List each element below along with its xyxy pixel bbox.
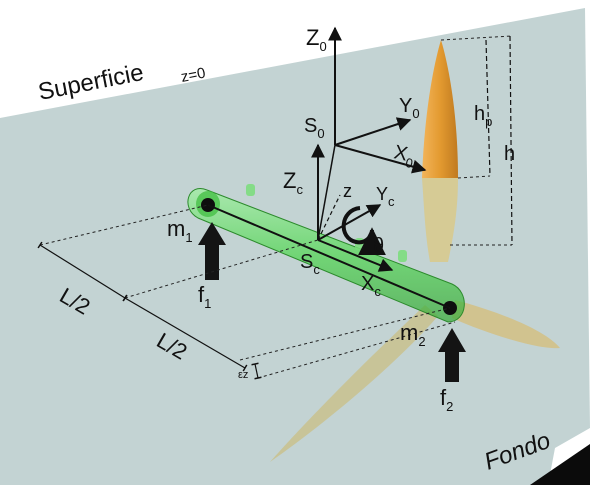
rotation-arrow-icon (341, 206, 386, 256)
force-arrow-f2-icon (438, 328, 466, 382)
blade-upper (422, 40, 458, 178)
seabed (530, 444, 590, 485)
dim-line-hp (485, 39, 491, 177)
h-label: h (504, 143, 515, 165)
dim-guide (39, 204, 209, 246)
link-s0-sc (317, 144, 336, 241)
yc-label: Yc (376, 184, 395, 209)
axis-y0 (334, 117, 412, 146)
hull-bump (246, 184, 255, 196)
xc-label: Xc (361, 273, 381, 299)
x0-label: X0 (391, 141, 417, 171)
axis-xc (317, 239, 394, 272)
z-angle-label: z (343, 181, 352, 201)
m2-label: m2 (400, 320, 426, 349)
axis-z-dashed (317, 194, 341, 241)
dim-line-h (509, 35, 513, 246)
y0-label: Y0 (399, 95, 420, 121)
hp-label: hp (474, 103, 492, 129)
surface-z-label: z=0 (180, 65, 207, 86)
dim-guide (457, 175, 491, 179)
theta-label: θ (373, 235, 384, 257)
dim-guide (257, 321, 456, 379)
epsilon-label: εz (238, 369, 248, 381)
dim-guide (239, 307, 451, 361)
hull-axis (207, 204, 451, 309)
axis-x0 (334, 144, 427, 174)
dim-line-epsilon (251, 362, 262, 380)
z0-label: Z0 (306, 25, 327, 54)
axis-yc (317, 204, 382, 241)
blade-right (452, 300, 560, 349)
blade-upper-lower-part (422, 178, 458, 262)
f1-label: f1 (198, 282, 211, 311)
zc-label: Zc (283, 168, 303, 197)
dim-line-l2-bottom (122, 294, 248, 372)
force-arrow-f1-icon (198, 222, 226, 280)
m1-label: m1 (167, 216, 193, 245)
s0-label: S0 (304, 115, 325, 141)
f2-label: f2 (440, 385, 453, 414)
dim-line-l2-top (37, 241, 128, 302)
sc-label: Sc (300, 251, 320, 277)
hull-bump (398, 250, 407, 262)
blade-left-lower (270, 305, 438, 462)
